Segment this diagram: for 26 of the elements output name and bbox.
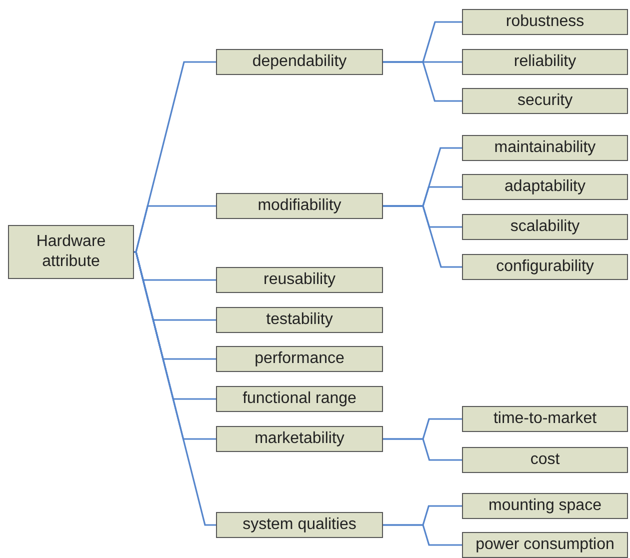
attribute-box: marketability (216, 426, 383, 452)
connector-line (383, 438, 462, 461)
connector-line (134, 205, 216, 253)
attribute-box: testability (216, 307, 383, 333)
attribute-box: configurability (462, 254, 628, 280)
attribute-box: security (462, 88, 628, 114)
attribute-box: robustness (462, 9, 628, 35)
attribute-box: mounting space (462, 493, 628, 519)
attribute-box: Hardware attribute (8, 225, 134, 279)
attribute-box: maintainability (462, 135, 628, 161)
attribute-box: cost (462, 447, 628, 473)
attribute-box: adaptability (462, 174, 628, 200)
attribute-box: time-to-market (462, 406, 628, 432)
connector-line (383, 61, 462, 102)
attribute-box: system qualities (216, 512, 383, 538)
attribute-box: dependability (216, 49, 383, 75)
attribute-box: modifiability (216, 193, 383, 219)
attribute-box: reliability (462, 49, 628, 75)
attribute-box: power consumption (462, 532, 628, 558)
attribute-box: scalability (462, 214, 628, 240)
connector-line (383, 524, 462, 546)
attribute-box: functional range (216, 386, 383, 412)
attribute-box: performance (216, 346, 383, 372)
connector-line (383, 205, 462, 268)
connector-line (134, 251, 216, 526)
attribute-box: reusability (216, 267, 383, 293)
